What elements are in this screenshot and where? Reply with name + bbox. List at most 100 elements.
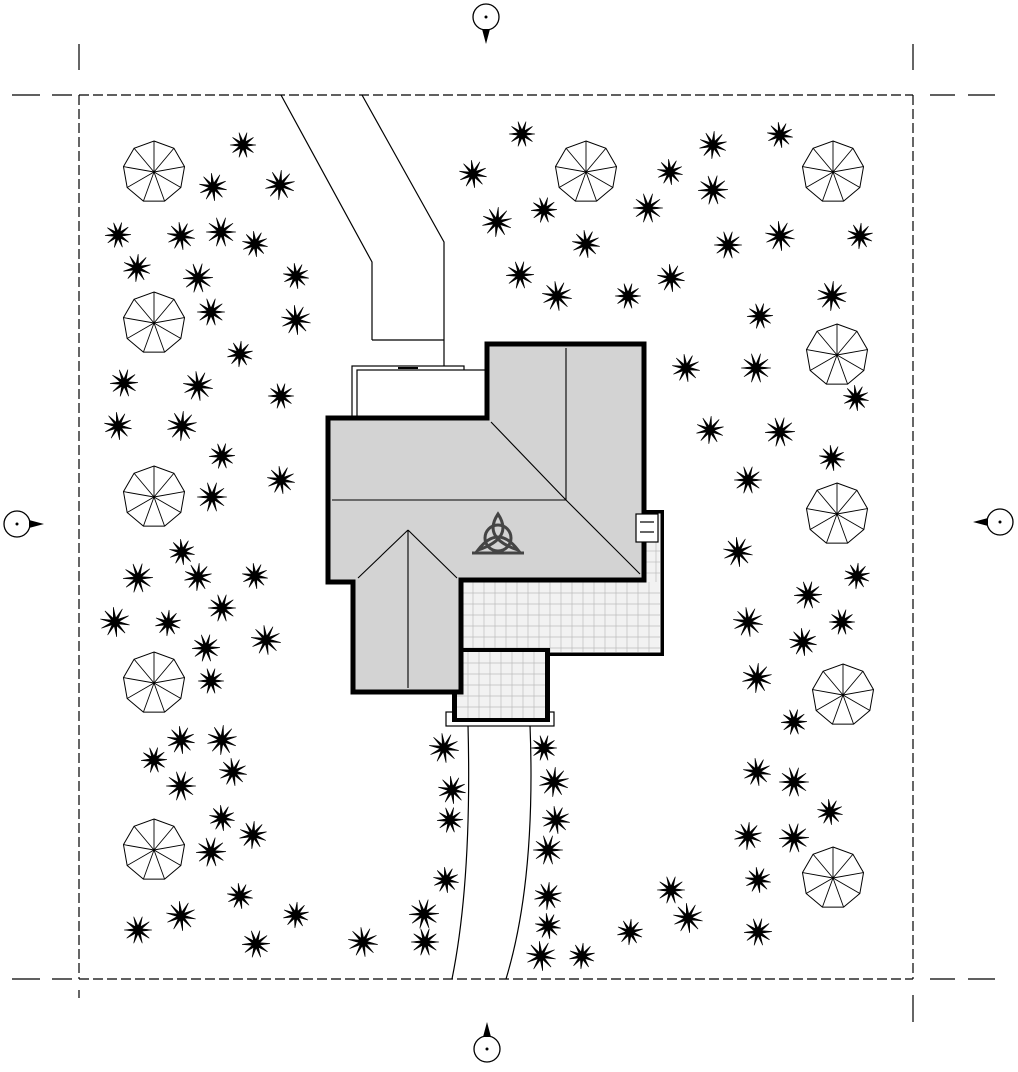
shrub-icon [569, 942, 595, 970]
shrub-icon [438, 776, 466, 804]
shrub-icon [251, 625, 281, 655]
shrub-icon [696, 416, 724, 444]
shrub-icon [532, 835, 564, 865]
shrub-icon [673, 903, 703, 933]
shrub-icon [819, 445, 845, 471]
shrub-icon [789, 628, 817, 656]
shrub-icon [733, 607, 763, 637]
shrub-icon [100, 607, 130, 637]
shrub-icon [227, 340, 253, 368]
shrub-icon [508, 121, 536, 147]
shrub-icon [408, 899, 440, 929]
shrub-icon [844, 562, 870, 590]
tree-canopy-icon [122, 651, 186, 713]
shrub-icon [542, 281, 572, 311]
shrub-icon [743, 758, 771, 786]
east-door [635, 513, 659, 543]
shrub-icon [780, 709, 808, 735]
shrub-icon [745, 867, 771, 893]
elevation-marker-icon [973, 508, 1014, 536]
shrub-icon [530, 197, 558, 223]
shrub-icon [733, 466, 763, 494]
south-driveway [451, 724, 532, 980]
shrub-icon [165, 771, 197, 801]
shrub-icon [526, 941, 556, 971]
shrub-icon [542, 806, 570, 834]
shrub-icon [167, 726, 195, 754]
shrub-icon [778, 823, 810, 853]
shrub-icon [219, 758, 247, 786]
shrub-icon [205, 217, 237, 247]
shrub-icon [196, 482, 228, 512]
tree-canopy-icon [122, 140, 186, 202]
shrub-icon [229, 132, 257, 158]
front-porch [445, 648, 555, 727]
shrub-icon [530, 735, 558, 761]
shrub-icon [459, 160, 487, 188]
shrub-icon [123, 916, 153, 944]
tree-canopy-icon [122, 465, 186, 527]
tree-canopy-icon [801, 140, 865, 202]
shrub-icon [410, 928, 440, 956]
shrub-icon [169, 539, 195, 565]
shrub-icon [283, 263, 309, 289]
shrub-icon [433, 867, 459, 893]
elevation-marker-icon [472, 3, 500, 44]
shrub-icon [281, 305, 311, 335]
shrub-icon [746, 303, 774, 329]
shrub-icon [109, 369, 139, 397]
shrub-icon [743, 918, 773, 946]
shrub-icon [817, 281, 847, 311]
shrub-icon [672, 354, 700, 382]
shrub-icon [482, 207, 512, 237]
shrub-icon [539, 767, 569, 797]
shrub-icon [267, 383, 295, 409]
shrub-icon [241, 930, 271, 958]
tree-canopy-icon [805, 482, 869, 544]
shrub-icon [843, 385, 869, 411]
shrub-icon [207, 725, 237, 755]
shrub-icon [740, 353, 772, 383]
shrub-icon [348, 927, 378, 957]
house-roof [325, 341, 647, 695]
north-driveway [280, 94, 445, 368]
shrub-icon [197, 668, 225, 694]
shrub-icon [572, 230, 600, 258]
shrub-icon [656, 876, 686, 904]
shrub-icon [778, 767, 810, 797]
shrub-icon [436, 807, 464, 833]
crop-marks [12, 44, 995, 1022]
shrub-icon [227, 883, 253, 909]
shrub-icon [166, 901, 196, 931]
shrub-icon [283, 901, 309, 929]
shrub-icon [697, 175, 729, 205]
shrub-icon [242, 563, 268, 589]
tree-canopy-icon [805, 323, 869, 385]
shrub-icon [617, 918, 643, 946]
elevation-marker-north[interactable] [472, 3, 500, 44]
property-boundary [78, 94, 914, 980]
shrub-icon [191, 634, 221, 662]
shrub-icon [122, 563, 154, 593]
shrub-icon [267, 466, 295, 494]
shrub-icon [657, 264, 685, 292]
elevation-marker-east[interactable] [973, 508, 1014, 536]
shrub-icon [242, 231, 268, 257]
shrub-icon [196, 298, 226, 326]
elevation-marker-south[interactable] [473, 1022, 501, 1063]
shrub-icon [505, 261, 535, 289]
shrub-icon [239, 821, 267, 849]
elevation-marker-icon [3, 510, 44, 538]
elevation-marker-west[interactable] [3, 510, 44, 538]
shrub-icon [765, 221, 795, 251]
deciduous-trees [122, 140, 875, 908]
shrub-icon [183, 371, 213, 401]
shrub-icon [104, 222, 132, 248]
shrub-icon [123, 254, 151, 282]
tree-canopy-icon [122, 818, 186, 880]
shrub-icon [199, 173, 227, 201]
shrub-icon [657, 159, 683, 185]
shrub-icon [265, 170, 295, 200]
entry-landing [351, 365, 488, 421]
